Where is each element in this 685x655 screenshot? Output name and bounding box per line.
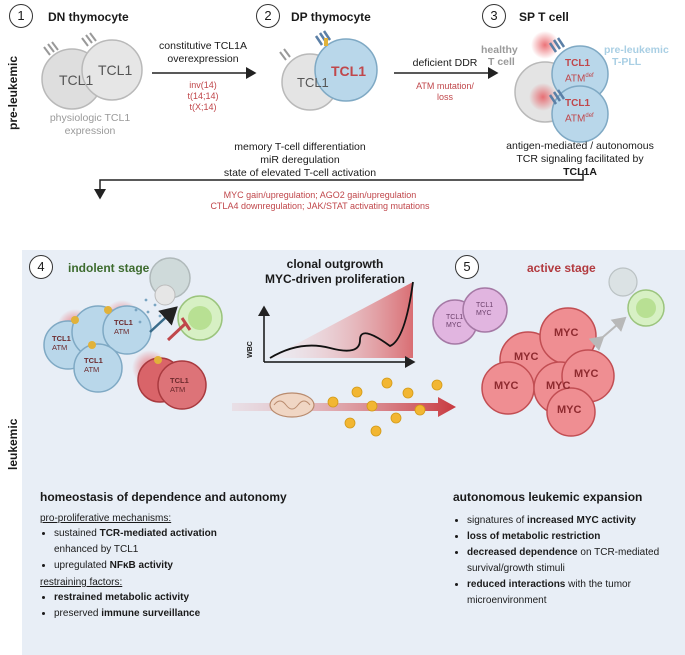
restrain-item-2: preserved immune surveillance bbox=[54, 606, 370, 622]
deficient-ddr-label: deficient DDR bbox=[412, 57, 478, 69]
active-item-1: signatures of increased MYC activity bbox=[467, 513, 678, 529]
active-item-3: decreased dependence on TCR-mediatedsurv… bbox=[467, 545, 678, 577]
dn-cell-left-label: TCL1 bbox=[59, 72, 94, 88]
step-4-number: 4 bbox=[29, 255, 53, 279]
dn-thymocyte-cells bbox=[41, 32, 143, 110]
dp-cell-grey-label: TCL1 bbox=[297, 75, 329, 90]
wbc-area bbox=[270, 282, 413, 358]
active-cell-myc-6: MYC bbox=[557, 404, 582, 416]
dp-cell-blue-label: TCL1 bbox=[331, 63, 366, 79]
translocations-label: inv(14)t(14;14)t(X;14) bbox=[187, 80, 219, 112]
step-2-number: 2 bbox=[256, 4, 280, 28]
metabolism-arrow bbox=[232, 377, 456, 437]
active-cell-myc-4: MYC bbox=[546, 380, 571, 392]
step-3-number: 3 bbox=[482, 4, 506, 28]
wbc-curve bbox=[269, 281, 414, 359]
step-5-number: 5 bbox=[455, 255, 479, 279]
mitochondrion-icon bbox=[269, 392, 315, 418]
pro-proliferative-header: pro-proliferative mechanisms: bbox=[40, 513, 172, 524]
dp-thymocyte-cells bbox=[279, 30, 378, 111]
step-4-title: indolent stage bbox=[68, 261, 150, 275]
indolent-summary: homeostasis of dependence and autonomy p… bbox=[40, 490, 370, 622]
wbc-growth-chart bbox=[258, 281, 416, 368]
step-1-title: DN thymocyte bbox=[48, 10, 129, 24]
transition-arrow bbox=[94, 170, 584, 200]
sp-tcell-cells bbox=[514, 31, 609, 143]
tcr-receptor-icon-2 bbox=[81, 32, 97, 47]
restrain-item-1: restrained metabolic activity bbox=[54, 590, 370, 606]
restraining-header: restraining factors: bbox=[40, 577, 123, 588]
active-cell-myc-2: MYC bbox=[554, 327, 579, 339]
pro-item-1: sustained TCR-mediated activationenhance… bbox=[54, 526, 370, 558]
active-cell-myc-5: MYC bbox=[574, 368, 599, 380]
wbc-axis-label: WBC bbox=[246, 341, 254, 358]
atm-mutation-label: ATM mutation/loss bbox=[416, 81, 474, 102]
step-3-title: SP T cell bbox=[519, 10, 569, 24]
active-cell-myc-3: MYC bbox=[494, 380, 519, 392]
active-cells bbox=[432, 267, 665, 437]
step-1-number: 1 bbox=[9, 4, 33, 28]
active-cell-myc-1: MYC bbox=[514, 351, 539, 363]
active-summary: autonomous leukemic expansion signatures… bbox=[453, 490, 678, 609]
active-item-2: loss of metabolic restriction bbox=[467, 529, 678, 545]
dn-cell-right bbox=[81, 39, 143, 101]
tcr-receptor-icon bbox=[43, 41, 59, 56]
genetic-alterations-label: MYC gain/upregulation; AGO2 gain/upregul… bbox=[210, 190, 430, 211]
active-summary-title: autonomous leukemic expansion bbox=[453, 490, 643, 504]
indolent-cells bbox=[43, 257, 223, 410]
indolent-summary-title: homeostasis of dependence and autonomy bbox=[40, 490, 287, 504]
active-item-4: reduced interactions with the tumormicro… bbox=[467, 577, 678, 609]
atp-molecules bbox=[327, 377, 443, 437]
step-2-title: DP thymocyte bbox=[291, 10, 371, 24]
pro-item-2: upregulated NFκB activity bbox=[54, 558, 370, 574]
dn-cell-right-label: TCL1 bbox=[98, 62, 133, 78]
step-5-title: active stage bbox=[527, 261, 596, 275]
